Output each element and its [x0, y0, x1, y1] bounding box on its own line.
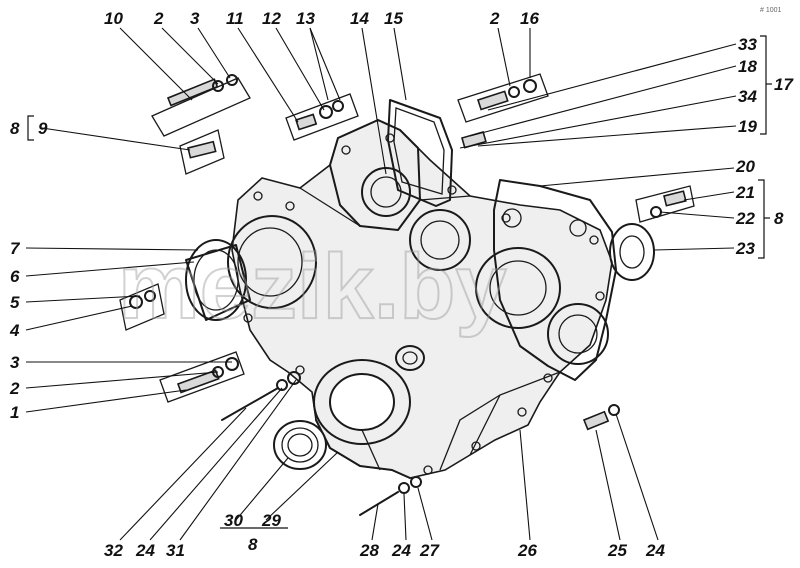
callout-5: 5: [10, 293, 20, 312]
callout-18: 18: [738, 57, 757, 76]
bracket-17: [760, 35, 772, 135]
callout-30: 30: [224, 511, 243, 530]
bolt-28-group: [359, 476, 422, 516]
seal-ring-23: [609, 223, 655, 281]
callout-7: 7: [10, 239, 21, 258]
callout-29: 29: [261, 511, 281, 530]
callout-3-left: 3: [10, 353, 20, 372]
callout-13: 13: [296, 9, 315, 28]
callout-2-top: 2: [153, 9, 164, 28]
callout-6: 6: [10, 267, 20, 286]
callout-20: 20: [735, 157, 755, 176]
bolt-1-group: [159, 351, 245, 403]
callout-24-a: 24: [135, 541, 155, 560]
callout-23: 23: [735, 239, 755, 258]
callout-17: 17: [774, 75, 794, 94]
leader-lines: [25, 27, 737, 541]
cover-plate-6-7: [185, 239, 251, 321]
callout-12: 12: [262, 9, 281, 28]
oil-seal-29-30: [273, 420, 327, 470]
callout-32: 32: [104, 541, 123, 560]
callout-24-b: 24: [391, 541, 411, 560]
callout-21: 21: [735, 183, 755, 202]
callout-8-bottom: 8: [248, 535, 258, 554]
callout-26: 26: [517, 541, 537, 560]
bolt-9-group: [179, 129, 225, 175]
bolt-11-13-group: [285, 93, 359, 141]
callout-22: 22: [735, 209, 755, 228]
gasket-20: [493, 179, 617, 381]
callout-8-right: 8: [774, 209, 784, 228]
bolt-25-group: [582, 404, 620, 431]
bolt-32-group: [221, 371, 301, 421]
bolt-10-group: [151, 74, 251, 137]
callout-2-left: 2: [9, 379, 20, 398]
callout-27: 27: [419, 541, 440, 560]
callout-28: 28: [359, 541, 379, 560]
callout-11: 11: [226, 9, 244, 28]
bolt-21-22-group: [635, 185, 695, 223]
bolt-16-group: [457, 73, 549, 123]
callout-34: 34: [738, 87, 757, 106]
watermark: mezik.by: [118, 236, 507, 338]
callout-33: 33: [738, 35, 757, 54]
callout-10: 10: [104, 9, 123, 28]
corner-mark: # 1001: [760, 7, 782, 14]
callout-3-top: 3: [190, 9, 200, 28]
callout-14: 14: [350, 9, 369, 28]
front-cover-housing: [227, 119, 613, 479]
callout-15: 15: [384, 9, 403, 28]
callout-9: 9: [38, 119, 48, 138]
callout-16: 16: [520, 9, 539, 28]
callout-4: 4: [9, 321, 20, 340]
callout-19: 19: [738, 117, 757, 136]
callout-31: 31: [166, 541, 185, 560]
gasket-15: [387, 99, 453, 207]
callout-labels: 10 2 3 11 12 13 14 15 2 16 33 18 17 34 1…: [9, 9, 794, 560]
callout-1: 1: [10, 403, 19, 422]
flange-bolt-holes: [243, 133, 605, 475]
callout-24-c: 24: [645, 541, 665, 560]
callout-25: 25: [607, 541, 627, 560]
callout-8-left: 8: [10, 119, 20, 138]
callout-2-right: 2: [489, 9, 500, 28]
bracket-9: [27, 115, 34, 141]
bracket-8-right: [758, 179, 770, 259]
